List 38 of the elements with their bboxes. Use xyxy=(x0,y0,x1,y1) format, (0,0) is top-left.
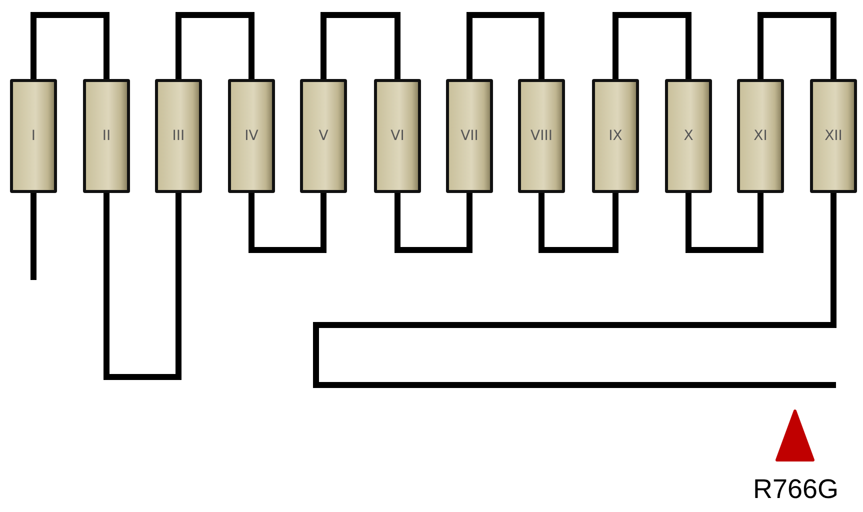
helix-box xyxy=(518,79,565,193)
helix-label: II xyxy=(102,128,111,144)
helix-label: I xyxy=(31,128,36,144)
helix-label: V xyxy=(318,128,328,144)
loop-line xyxy=(612,12,692,79)
helix-box xyxy=(737,79,784,193)
helix-label: X xyxy=(684,128,694,144)
loop-line xyxy=(758,12,836,79)
loop-line xyxy=(686,193,764,253)
loop-line xyxy=(30,193,36,280)
loop-line xyxy=(466,12,544,79)
helix-label: XI xyxy=(754,128,768,144)
helix-label: III xyxy=(172,128,185,144)
helix-box xyxy=(665,79,712,193)
loop-line xyxy=(176,12,254,79)
helix-label: XII xyxy=(824,128,842,144)
helix-box xyxy=(374,79,421,193)
helix-box xyxy=(446,79,493,193)
helix-label: IX xyxy=(608,128,622,144)
helix-box xyxy=(810,79,857,193)
loop-line xyxy=(313,193,836,388)
helix-box xyxy=(228,79,275,193)
mutation-label: R766G xyxy=(753,474,839,505)
helix-label: IV xyxy=(244,128,258,144)
helix-box xyxy=(592,79,639,193)
loop-line xyxy=(538,193,618,253)
helix-box xyxy=(10,79,57,193)
helix-label: VII xyxy=(460,128,478,144)
loop-line xyxy=(30,12,110,79)
loop-line xyxy=(394,193,472,253)
helix-label: VIII xyxy=(530,128,552,144)
helix-label: VI xyxy=(390,128,404,144)
helix-box xyxy=(155,79,202,193)
helix-box xyxy=(300,79,347,193)
loop-line xyxy=(320,12,400,79)
loop-line xyxy=(248,193,326,253)
loop-line xyxy=(104,193,182,380)
helix-box xyxy=(83,79,130,193)
